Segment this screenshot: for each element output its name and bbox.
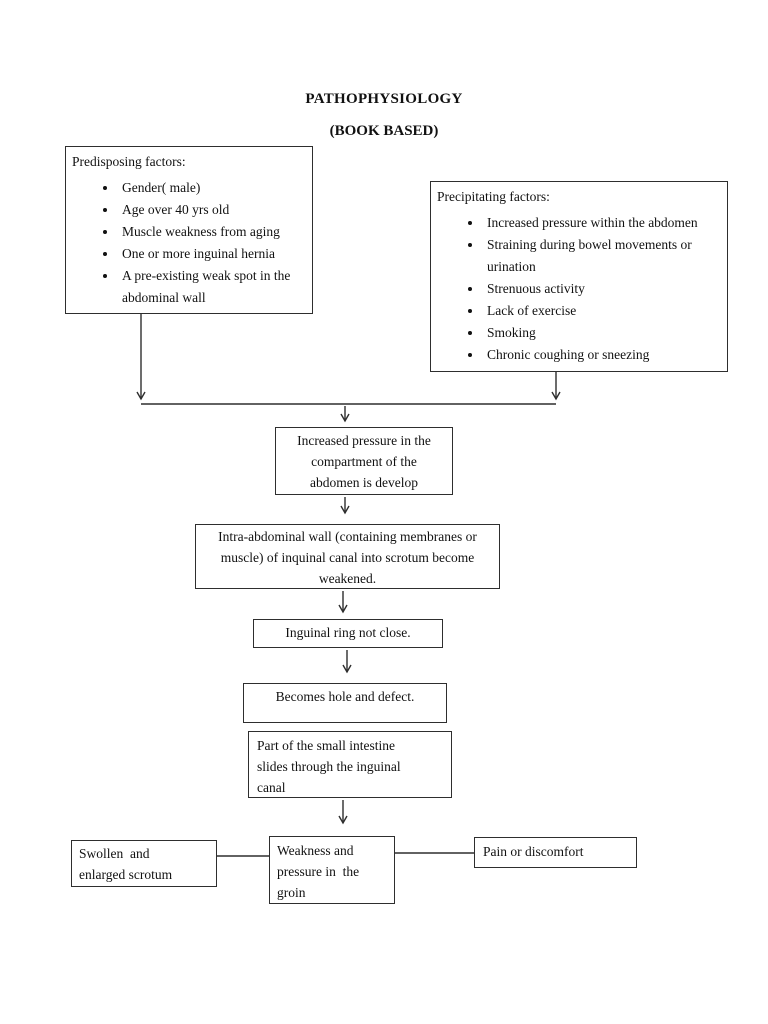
node-predisposing-factors: Predisposing factors: Gender( male)Age o… — [65, 146, 313, 314]
node-swollen-scrotum: Swollen and enlarged scrotum — [71, 840, 217, 887]
list-item: Gender( male) — [118, 177, 308, 199]
list-item: Lack of exercise — [483, 300, 723, 322]
page-title: PATHOPHYSIOLOGY — [305, 91, 463, 107]
node-weakness-groin: Weakness and pressure in the groin — [269, 836, 395, 904]
list-item: Straining during bowel movements or urin… — [483, 234, 723, 278]
node-intra-abdominal-wall: Intra-abdominal wall (containing membran… — [195, 524, 500, 589]
page-subtitle: (BOOK BASED) — [329, 123, 439, 139]
predisposing-list: Gender( male)Age over 40 yrs oldMuscle w… — [66, 177, 312, 309]
node-precipitating-factors: Precipitating factors: Increased pressur… — [430, 181, 728, 372]
node-increased-pressure: Increased pressure in the compartment of… — [275, 427, 453, 495]
list-item: Chronic coughing or sneezing — [483, 344, 723, 366]
node-small-intestine: Part of the small intestine slides throu… — [248, 731, 452, 798]
list-item: Strenuous activity — [483, 278, 723, 300]
precipitating-list: Increased pressure within the abdomenStr… — [431, 212, 727, 366]
list-item: Increased pressure within the abdomen — [483, 212, 723, 234]
predisposing-heading: Predisposing factors: — [72, 154, 186, 169]
list-item: Age over 40 yrs old — [118, 199, 308, 221]
node-becomes-hole: Becomes hole and defect. — [243, 683, 447, 723]
list-item: A pre-existing weak spot in the abdomina… — [118, 265, 308, 309]
list-item: Smoking — [483, 322, 723, 344]
precipitating-heading: Precipitating factors: — [437, 189, 550, 204]
node-inguinal-ring: Inguinal ring not close. — [253, 619, 443, 648]
list-item: Muscle weakness from aging — [118, 221, 308, 243]
node-pain-discomfort: Pain or discomfort — [474, 837, 637, 868]
list-item: One or more inguinal hernia — [118, 243, 308, 265]
